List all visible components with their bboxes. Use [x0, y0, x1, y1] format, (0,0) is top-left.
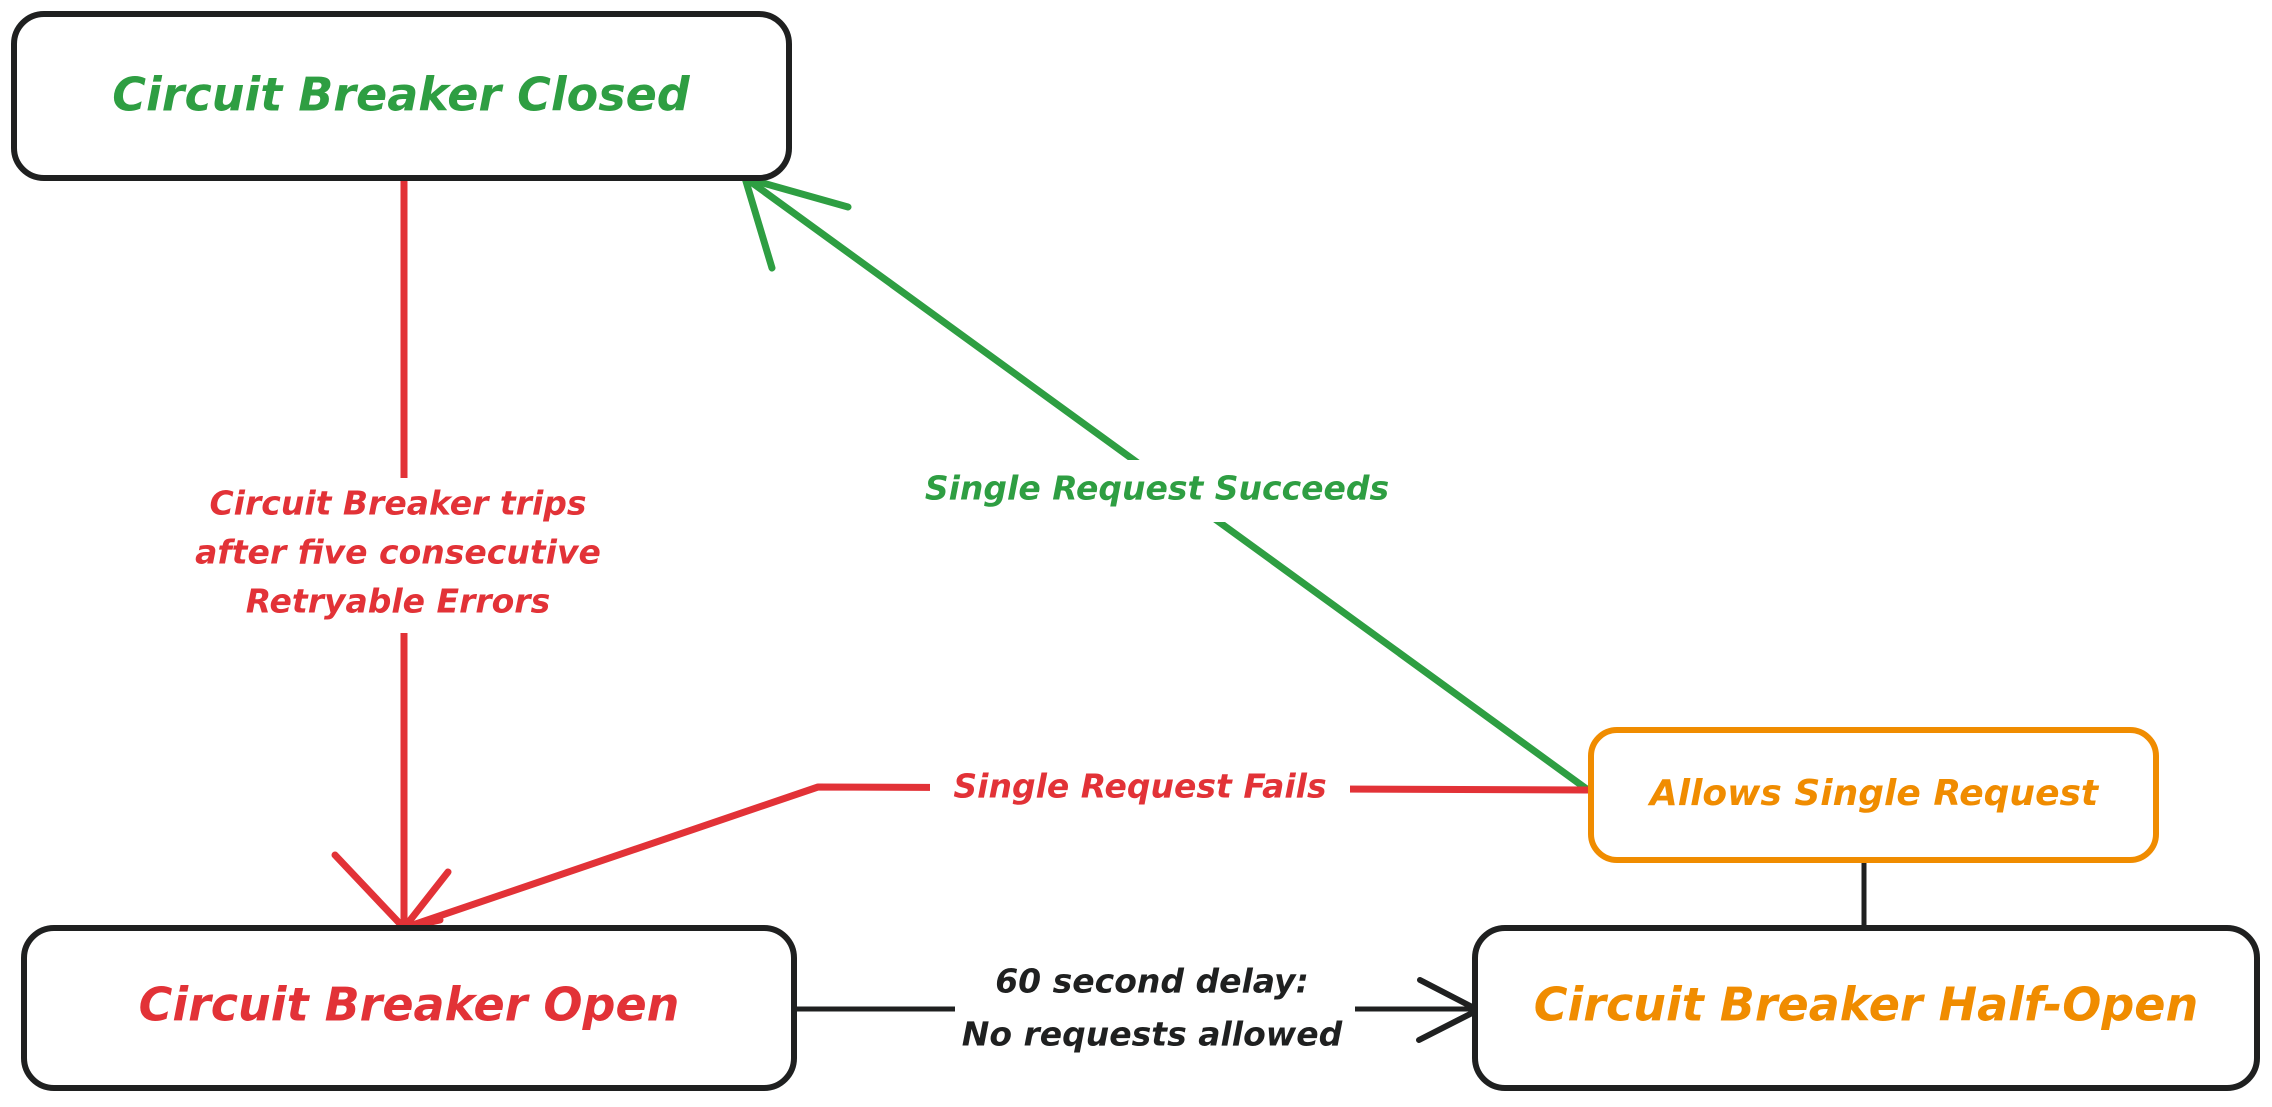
node-box[interactable] [11, 11, 792, 181]
edge-label-closed-to-open: Circuit Breaker trips after five consecu… [178, 478, 628, 633]
node-allows-single-request[interactable]: Allows Single Request [1588, 727, 2159, 863]
node-box[interactable] [1588, 727, 2159, 863]
edge-label-line-3: Retryable Errors [246, 582, 550, 621]
edge-label-line-1: Single Request Succeeds [925, 469, 1389, 508]
node-label-closed: Circuit Breaker Closed [112, 68, 691, 122]
edge-label-line-2: No requests allowed [962, 1015, 1343, 1054]
node-box[interactable] [21, 925, 797, 1091]
node-circuit-breaker-half-open[interactable]: Circuit Breaker Half-Open [1472, 925, 2260, 1091]
edge-label-line-2: after five consecutive [195, 533, 601, 572]
node-label-allows: Allows Single Request [1647, 773, 2100, 814]
edge-label-allows-to-open: Single Request Fails [930, 760, 1350, 818]
node-circuit-breaker-open[interactable]: Circuit Breaker Open [21, 925, 797, 1091]
node-label-half-open: Circuit Breaker Half-Open [1534, 978, 2198, 1032]
node-box[interactable] [1472, 925, 2260, 1091]
label-backdrop [178, 478, 628, 633]
edge-label-line-1: Circuit Breaker trips [209, 484, 586, 523]
label-backdrop [930, 760, 1350, 818]
edge-label-line-1: Single Request Fails [953, 767, 1326, 806]
node-circuit-breaker-closed[interactable]: Circuit Breaker Closed [11, 11, 792, 181]
edge-label-allows-to-closed: Single Request Succeeds [910, 460, 1400, 522]
label-backdrop [910, 460, 1400, 522]
edge-label-open-to-half-open: 60 second delay: No requests allowed [955, 950, 1355, 1070]
node-label-open: Circuit Breaker Open [139, 978, 680, 1032]
edge-label-line-1: 60 second delay: [995, 962, 1309, 1001]
label-backdrop [955, 950, 1355, 1070]
